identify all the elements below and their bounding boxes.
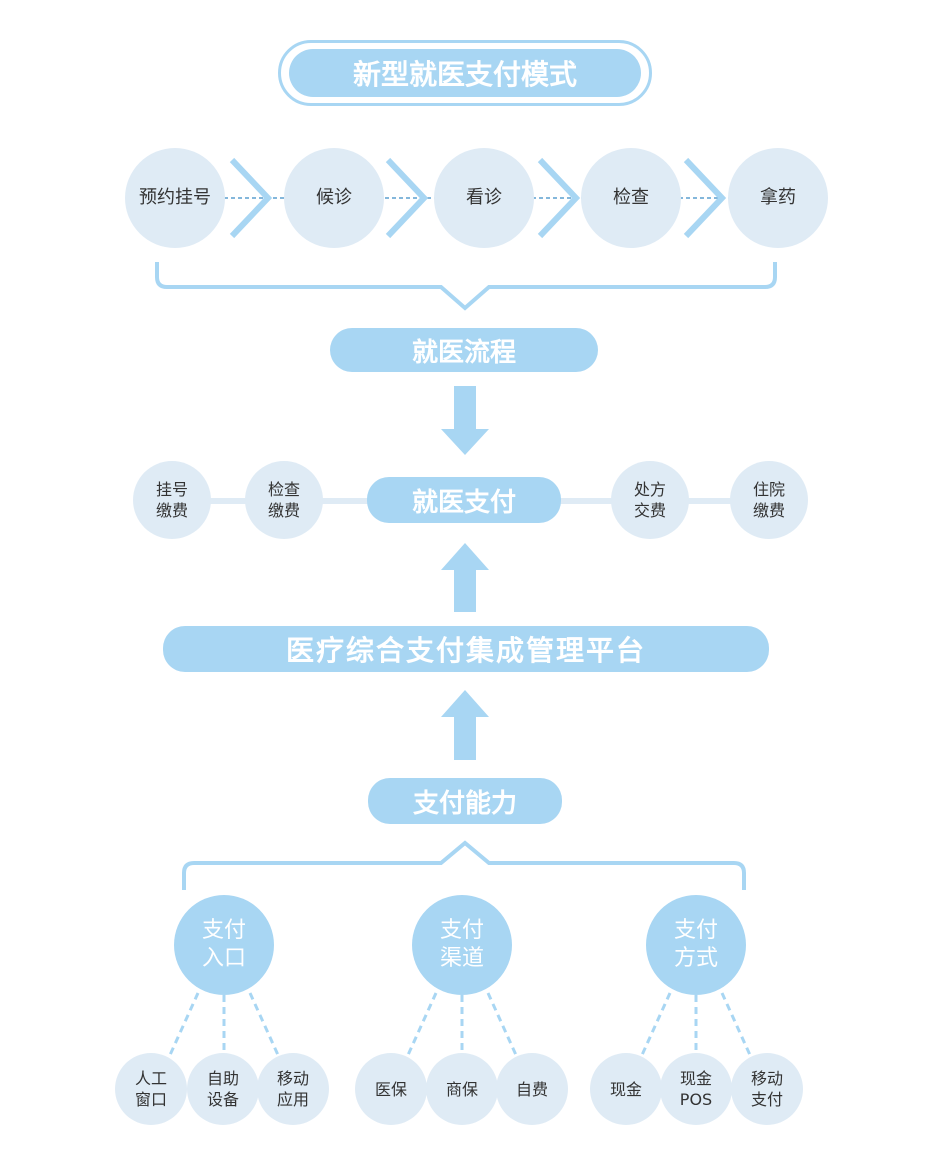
arrow-up-icon [441,690,489,760]
process-step: 拿药 [728,148,828,248]
capability-child: 移动应用 [257,1053,329,1125]
capability-child: 商保 [426,1053,498,1125]
capability-group: 支付渠道 [412,895,512,995]
capability-child: 现金 [590,1053,662,1125]
process-step: 候诊 [284,148,384,248]
capability-brace [182,840,746,890]
payment-item: 住院缴费 [730,461,808,539]
capability-child: 医保 [355,1053,427,1125]
process-brace [155,262,777,311]
group-connectors [168,992,752,1056]
payment-item: 处方交费 [611,461,689,539]
chevron-icon [385,157,429,239]
arrow-up-icon [441,543,489,612]
capability-child: 人工窗口 [115,1053,187,1125]
platform-label: 医疗综合支付集成管理平台 [163,626,769,672]
page-title: 新型就医支付模式 [289,49,641,97]
capability-group: 支付方式 [646,895,746,995]
chevron-icon [537,157,581,239]
arrow-down-icon [441,386,489,455]
capability-child: 移动支付 [731,1053,803,1125]
process-step: 检查 [581,148,681,248]
payment-item: 检查缴费 [245,461,323,539]
capability-child: 自费 [496,1053,568,1125]
capability-child: 自助设备 [187,1053,259,1125]
chevron-icon [229,157,273,239]
process-step: 看诊 [434,148,534,248]
capability-group: 支付入口 [174,895,274,995]
process-label: 就医流程 [330,328,598,372]
capability-label: 支付能力 [368,778,562,824]
payment-item: 挂号缴费 [133,461,211,539]
chevron-icon [683,157,727,239]
process-step: 预约挂号 [125,148,225,248]
payment-label: 就医支付 [367,477,561,523]
